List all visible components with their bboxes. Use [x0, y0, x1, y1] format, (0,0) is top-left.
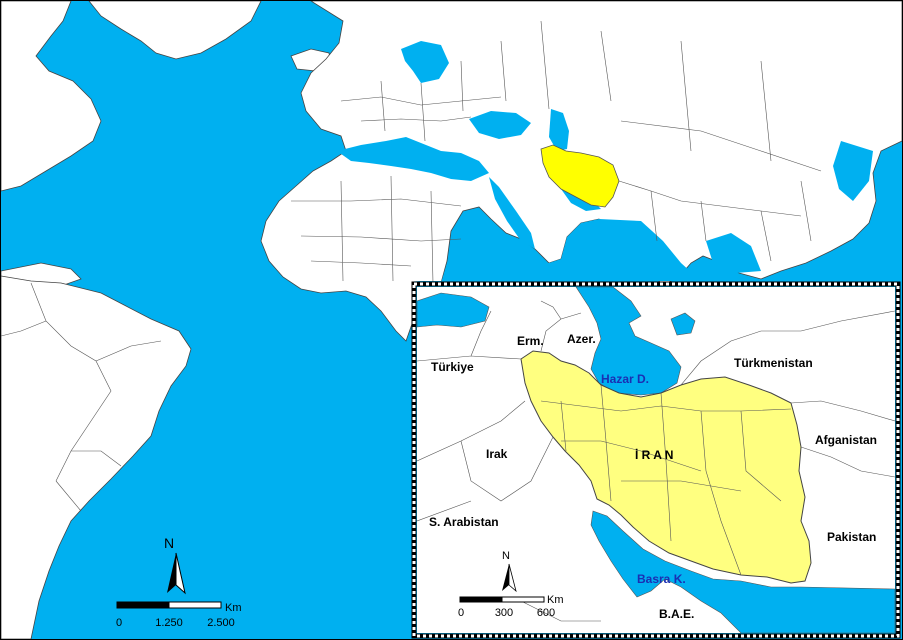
world-scale-tick-2: 2.500 [207, 617, 235, 629]
inset-borders [417, 300, 895, 622]
borders-europe [340, 20, 822, 172]
inset-iran-provinces [540, 384, 792, 576]
north-arrow-icon [502, 564, 509, 591]
inset-map: Türkiye Irak S. Arabistan Erm. Azer. Tür… [411, 281, 901, 639]
north-arrow-icon [167, 553, 176, 593]
landmass-greenland [88, 1, 262, 60]
scale-segment-1 [116, 601, 170, 609]
inset-scale-tick-1: 300 [495, 607, 513, 619]
inset-label-hazar: Hazar D. [601, 372, 649, 386]
inset-scale-unit: Km [547, 594, 564, 606]
inset-label-erm: Erm. [517, 334, 544, 348]
inset-label-iran: İ R A N [635, 447, 673, 462]
borders-asia [618, 180, 812, 262]
inset-label-turkmenistan: Türkmenistan [734, 356, 813, 370]
inset-label-irak: Irak [486, 447, 508, 461]
inset-scale-bar: 0 300 600 Km [458, 594, 564, 619]
inset-label-pakistan: Pakistan [827, 530, 876, 544]
landmass-south-america [1, 275, 192, 639]
inset-scale-tick-2: 600 [537, 607, 555, 619]
water-black-sea [469, 111, 531, 139]
inset-north-label: N [502, 550, 510, 562]
inset-iran [520, 350, 812, 584]
water-bay-of-bengal [706, 233, 761, 273]
water-east-asia-sea [833, 141, 873, 201]
border-south-america [1, 282, 162, 512]
inset-scale-segment-1 [459, 596, 503, 603]
world-scale-tick-1: 1.250 [155, 617, 183, 629]
north-arrow-icon [175, 552, 186, 595]
world-scale-unit: Km [225, 602, 242, 614]
inset-north-arrow: N [502, 550, 517, 593]
inset-scale-tick-0: 0 [458, 607, 464, 619]
inset-label-bae: B.A.E. [659, 607, 694, 621]
world-scale-tick-0: 0 [116, 617, 122, 629]
inset-label-afganistan: Afganistan [815, 433, 877, 447]
inset-label-azer: Azer. [567, 332, 596, 346]
water-mediterranean [337, 137, 489, 181]
world-north-label: N [164, 535, 174, 551]
borders-africa [291, 175, 462, 284]
inset-water-garabogaz [670, 312, 696, 336]
north-arrow-icon [508, 563, 517, 593]
inset-label-turkiye: Türkiye [431, 360, 474, 374]
inset-label-s-arabistan: S. Arabistan [429, 515, 499, 529]
world-north-arrow: N [164, 535, 186, 595]
water-caspian [549, 109, 569, 151]
water-red-sea [489, 177, 535, 249]
water-baltic [401, 41, 449, 83]
inset-water-caspian [575, 287, 682, 396]
world-iran-highlight [540, 144, 620, 208]
inset-frame-checker [412, 282, 900, 638]
water-arabian-sea [413, 219, 701, 283]
inset-water-persian-gulf [590, 510, 895, 633]
landmass-north-america [1, 1, 102, 192]
inset-water-black-sea [417, 292, 490, 328]
inset-label-basra: Basra K. [637, 572, 686, 586]
scale-segment-2 [168, 601, 222, 609]
inset-scale-segment-2 [501, 596, 545, 603]
world-scale-bar: 0 1.250 2.500 Km [116, 601, 242, 629]
